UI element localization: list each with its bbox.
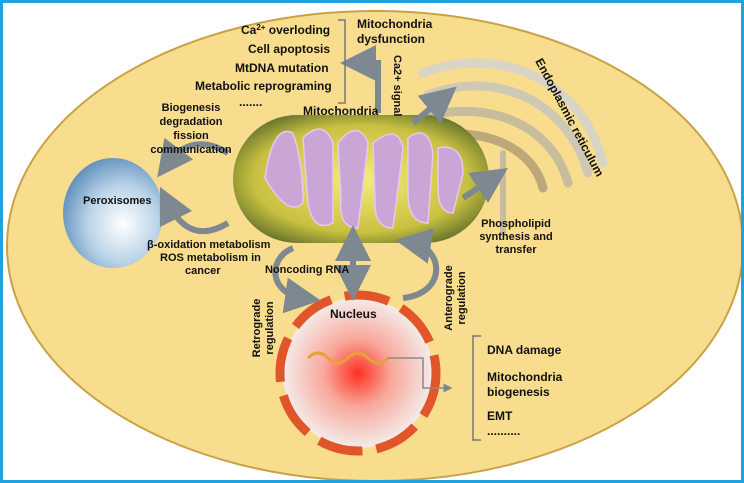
label-anterograde-regulation: regulation — [456, 271, 468, 324]
label-nucleus: Nucleus — [330, 307, 377, 321]
label-transfer: transfer — [496, 244, 538, 256]
top-bracket — [338, 19, 346, 104]
label-noncoding-rna: Noncoding RNA — [265, 264, 349, 276]
label-mito-dysfunction-2: dysfunction — [357, 32, 425, 46]
label-dna-damage: DNA damage — [487, 343, 562, 357]
label-mitochondria-biogenesis: Mitochondria — [487, 370, 563, 384]
dna-helix — [306, 351, 390, 365]
label-synthesis-and: synthesis and — [479, 231, 552, 243]
arrows — [157, 45, 508, 314]
label-phospholipid: Phospholipid — [481, 218, 551, 230]
outcomes-bracket — [472, 335, 481, 441]
label-beta-oxidation: β-oxidation metabolism — [147, 239, 271, 251]
label-biogenesis-outcome: biogenesis — [487, 385, 550, 399]
label-communication: communication — [150, 144, 232, 156]
label-mitochondria: Mitochondria — [303, 104, 379, 118]
label-retrograde-regulation: regulation — [264, 301, 276, 354]
label-mito-dysfunction: Mitochondria — [357, 17, 433, 31]
label-biogenesis: Biogenesis — [162, 102, 221, 114]
label-dots-bottom: .......... — [487, 424, 520, 438]
label-peroxisomes: Peroxisomes — [83, 195, 151, 207]
label-ros-cancer: cancer — [185, 265, 221, 277]
label-ros-metabolism: ROS metabolism in — [160, 252, 261, 264]
label-degradation: degradation — [160, 116, 223, 128]
label-ca2-signal: Ca2+ signal — [391, 55, 403, 116]
label-retrograde: Retrograde — [251, 299, 263, 358]
peroxisome-shape — [63, 158, 163, 268]
cristae — [264, 128, 464, 229]
nucleus-shape — [283, 298, 433, 448]
nucleus-pointer-line — [388, 357, 453, 393]
cell-cytoplasm — [6, 10, 741, 480]
label-mtdna-mutation: MtDNA mutation — [235, 61, 329, 75]
label-dots-top: ....... — [239, 95, 262, 109]
label-anterograde: Anterograde — [443, 265, 455, 330]
label-cell-apoptosis: Cell apoptosis — [248, 42, 330, 56]
label-metabolic-reprograming: Metabolic reprograming — [195, 79, 332, 93]
mitochondria-diagram: Ca2+ overloding Cell apoptosis MtDNA mut… — [6, 10, 741, 480]
label-emt: EMT — [487, 409, 513, 423]
label-fission: fission — [173, 130, 209, 142]
label-ca-overloading: Ca2+ overloding — [241, 23, 330, 37]
